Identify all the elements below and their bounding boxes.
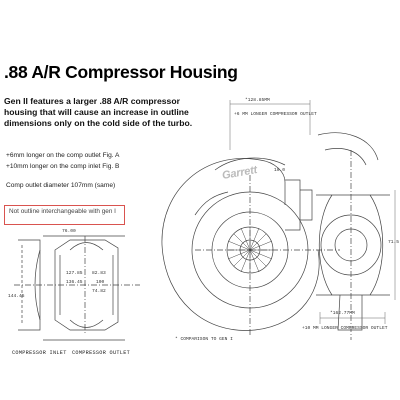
page-title: .88 A/R Compressor Housing [4, 62, 238, 82]
dim-144: 144.45 [8, 294, 25, 299]
compressor-housing-drawing [161, 157, 340, 335]
dim-127: 127.85 [66, 271, 83, 276]
label-compressor-outlet: COMPRESSOR OUTLET [72, 350, 131, 356]
bullet-outlet: +6mm longer on the comp outlet Fig. A [6, 152, 120, 159]
outlet-section-drawing [43, 235, 125, 341]
dimension-lines [229, 100, 396, 324]
bottom-dimension-note: +10 MM LONGER COMPRESSOR OUTLET [302, 326, 388, 331]
bottom-dimension: *162.77MM [330, 311, 355, 316]
inlet-flange-drawing [14, 239, 140, 331]
side-view-drawing [316, 132, 390, 340]
top-dimension: *128.85MM [245, 98, 270, 103]
top-dimension-note: +6 MM LONGER COMPRESSOR OUTLET [234, 112, 317, 117]
dim-136: 136.45 [66, 280, 83, 285]
intro-text: Gen II features a larger .88 A/R compres… [4, 96, 193, 128]
dim-76: 76.00 [62, 229, 76, 234]
dim-74: 74.82 [92, 289, 106, 294]
label-compressor-inlet: COMPRESSOR INLET [12, 350, 67, 356]
bullet-inlet: +10mm longer on the comp inlet Fig. B [6, 163, 120, 170]
dim-10: 10.0 [274, 168, 286, 173]
dim-100: 100 [96, 280, 105, 285]
bullet-diameter: Comp outlet diameter 107mm (same) [6, 182, 116, 189]
comparison-note: * COMPARISON TO GEN I [175, 337, 233, 342]
dim-71: 71.5 [388, 240, 400, 245]
note-highlight-box [4, 205, 125, 225]
bullet-interchange: Not outline interchangeable with gen I [9, 208, 116, 215]
dim-82: 82.83 [92, 271, 106, 276]
